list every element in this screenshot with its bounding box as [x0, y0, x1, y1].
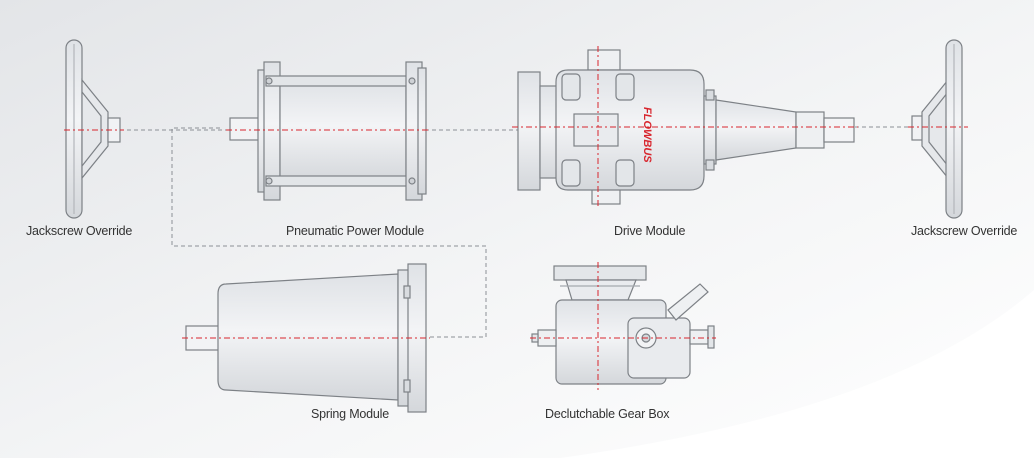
- flowbus-logo: FLOWBUS: [641, 107, 653, 163]
- red-centerlines: [64, 46, 968, 390]
- jackscrew-override-left-drawing: [65, 39, 121, 219]
- jackscrew-override-right-drawing: [911, 39, 963, 219]
- label-jackscrew-override-left: Jackscrew Override: [26, 224, 133, 238]
- drive-module-drawing: [517, 49, 855, 205]
- module-connector-lines: [120, 126, 915, 338]
- label-pneumatic-power-module: Pneumatic Power Module: [286, 224, 425, 238]
- label-declutchable-gear-box: Declutchable Gear Box: [545, 407, 670, 421]
- label-jackscrew-override-right: Jackscrew Override: [911, 224, 1018, 238]
- declutchable-gear-box-drawing: [531, 265, 715, 385]
- label-drive-module: Drive Module: [614, 224, 686, 238]
- label-spring-module: Spring Module: [311, 407, 390, 421]
- pneumatic-power-module-drawing: [229, 61, 427, 201]
- background-curve: [560, 290, 1034, 458]
- spring-module-drawing: [185, 263, 427, 413]
